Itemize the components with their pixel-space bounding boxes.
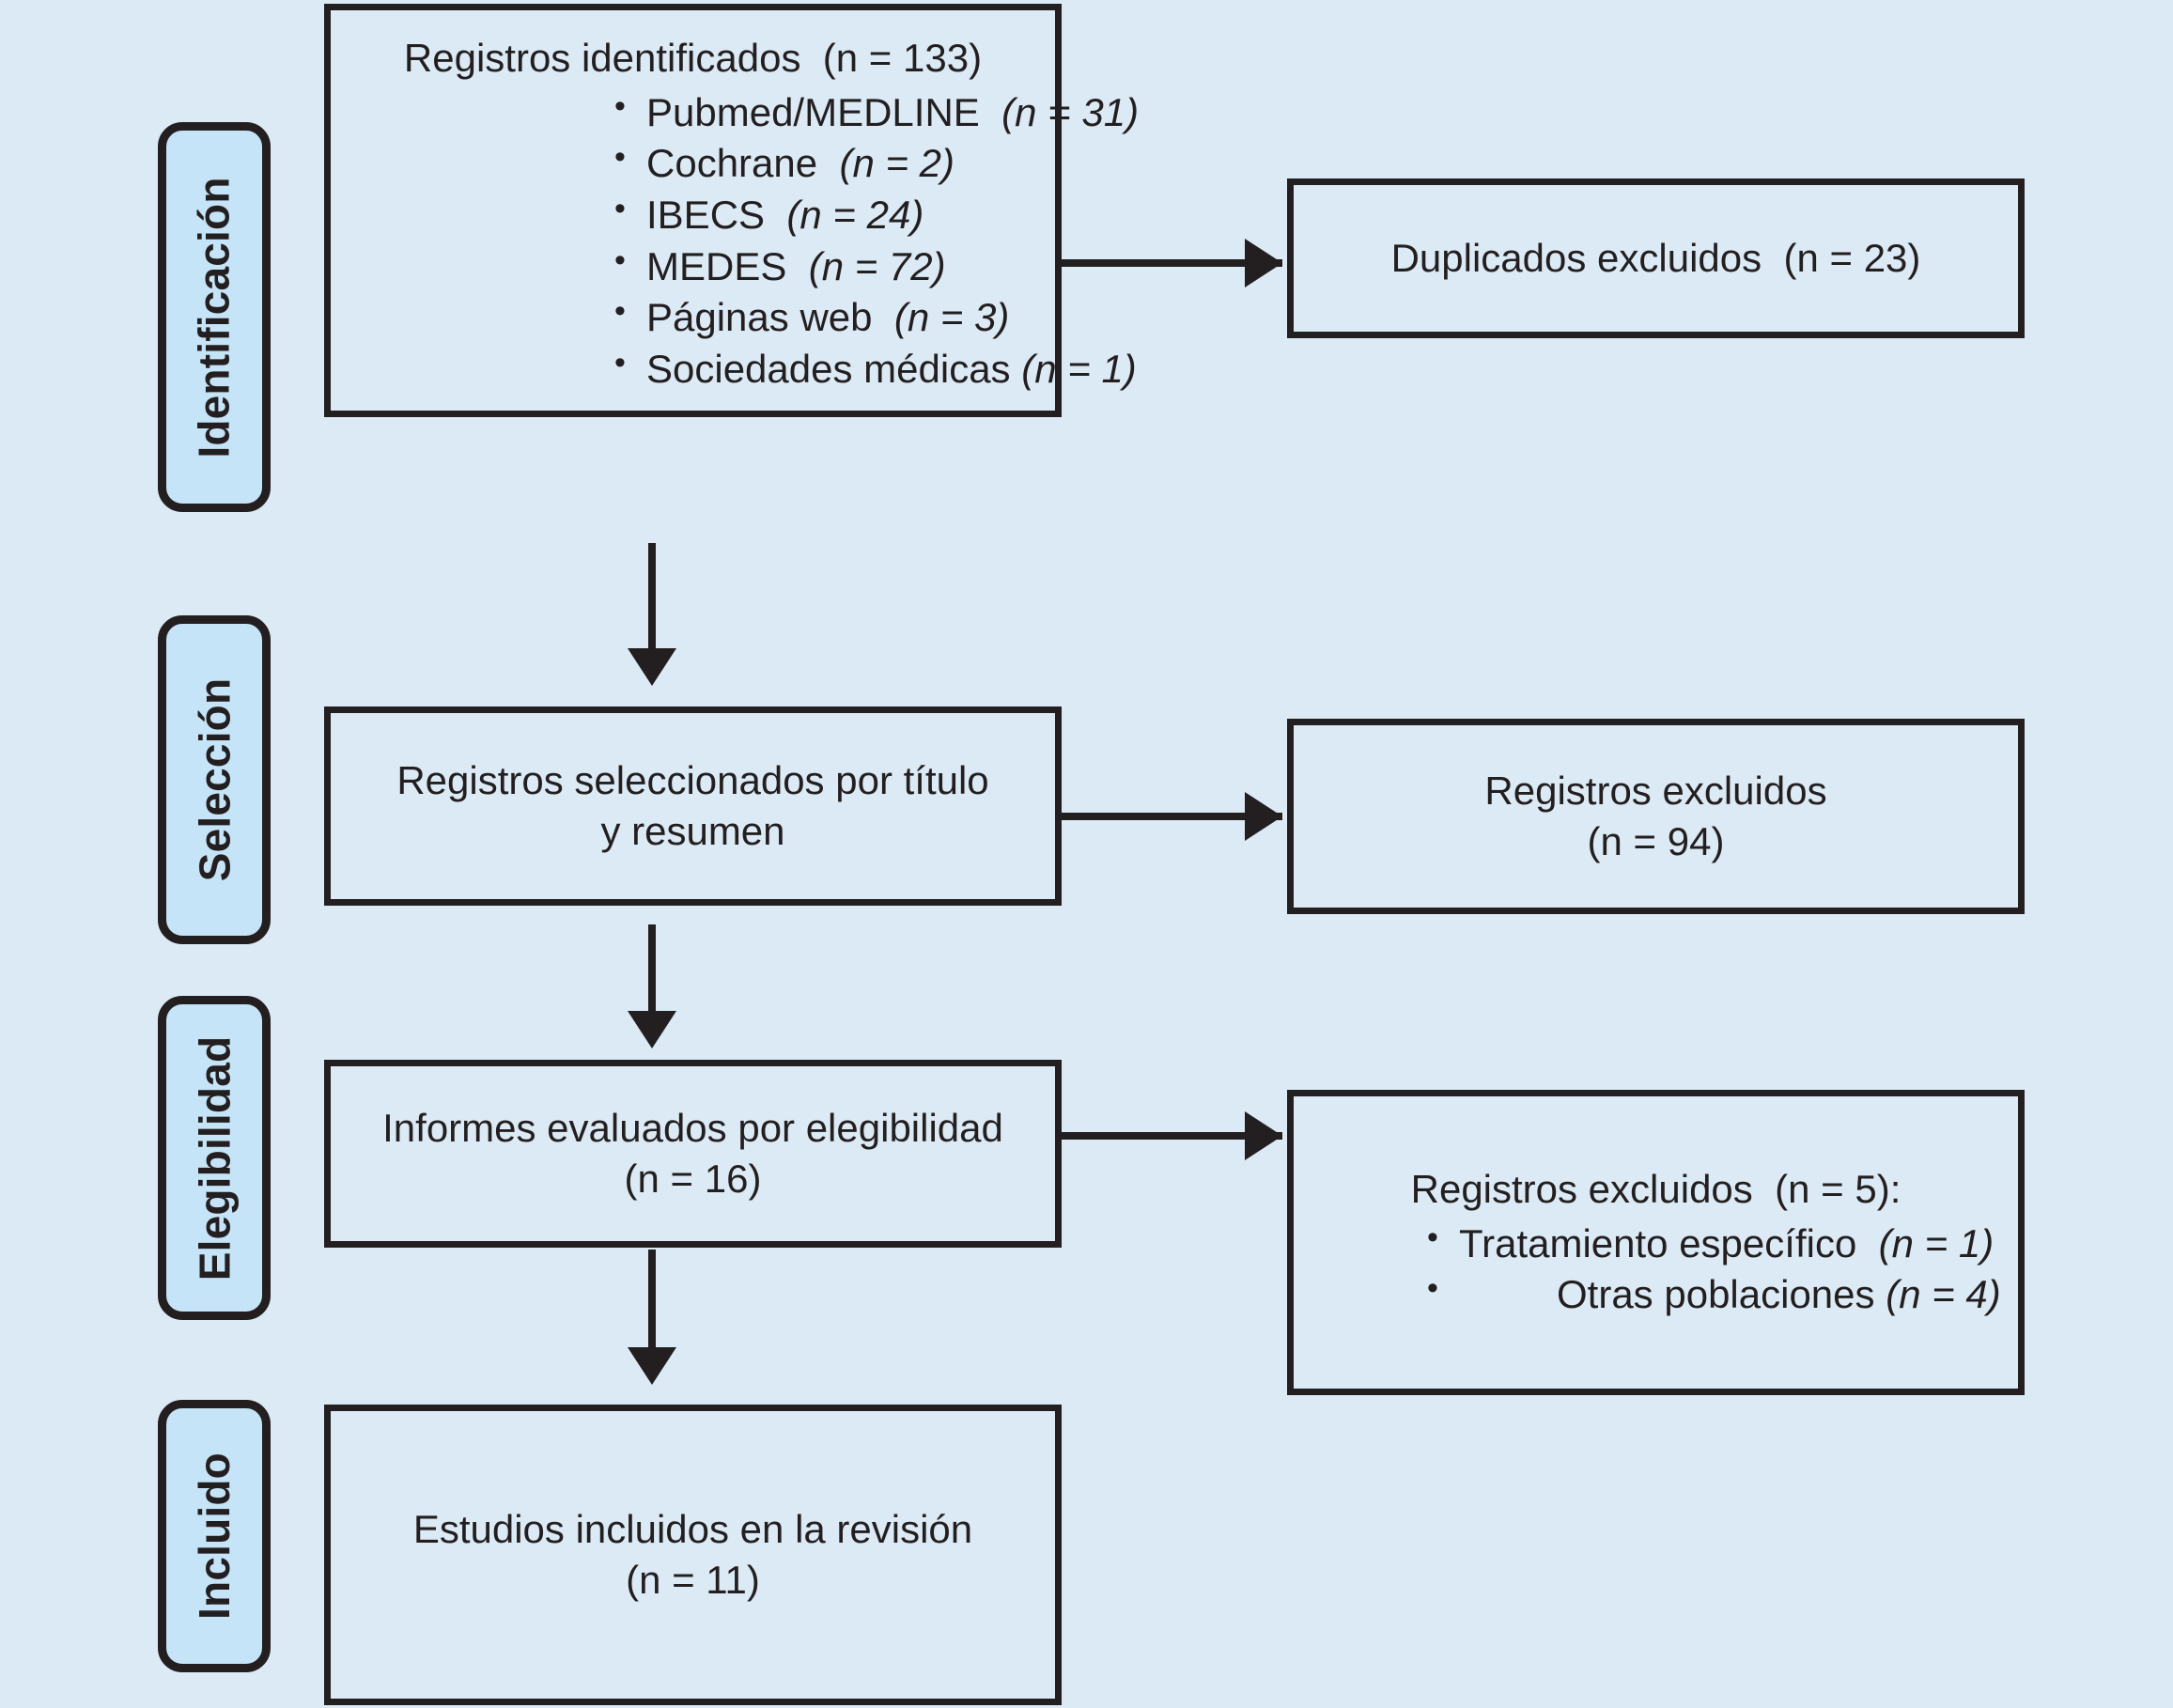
box-records-screened: Registros seleccionados por título y res… [324, 706, 1062, 906]
arrow-screened-to-excluded-line [1062, 813, 1282, 820]
box-reports-assessed-line1: Informes evaluados por elegibilidad [382, 1106, 1003, 1151]
box-records-screened-line2: y resumen [600, 809, 785, 853]
arrow-eligibility-to-included-head [628, 1347, 676, 1385]
stage-pill-identificacion: Identificación [158, 122, 271, 512]
box-records-identified: Registros identificados (n = 133) Pubmed… [324, 4, 1139, 417]
stage-label-identificacion: Identificación [190, 176, 240, 458]
box-studies-included-line1: Estudios incluidos en la revisión [412, 1507, 973, 1552]
box-duplicates-excluded-title: Duplicados excluidos (n = 23) [1390, 236, 1921, 281]
arrow-screened-to-eligibility-line [648, 924, 656, 1018]
source-list: Pubmed/MEDLINE (n = 31) Cochrane (n = 2)… [603, 85, 1139, 396]
stage-label-incluido: Incluido [190, 1452, 240, 1620]
box-records-excluded-screening-line2: (n = 94) [1587, 819, 1725, 863]
box-records-screened-line1: Registros seleccionados por título [396, 758, 989, 803]
arrow-eligibility-to-excluded-head [1245, 1111, 1282, 1160]
arrow-identified-to-duplicates-line [1062, 259, 1282, 267]
box-records-excluded-screening-line1: Registros excluidos [1484, 769, 1827, 814]
stage-label-seleccion: Selección [190, 677, 240, 882]
list-item: IBECS (n = 24) [603, 188, 1055, 241]
box-duplicates-excluded: Duplicados excluidos (n = 23) [1287, 179, 2025, 338]
box-reports-assessed-eligibility: Informes evaluados por elegibilidad (n =… [324, 1060, 1062, 1248]
box-reports-assessed-line2: (n = 16) [624, 1157, 762, 1201]
list-item: Páginas web (n = 3) [603, 290, 1055, 344]
list-item: Cochrane (n = 2) [603, 136, 1055, 190]
exclusion-reason-list: Tratamiento específico (n = 1) Otras pob… [1416, 1217, 2018, 1321]
arrow-eligibility-to-included-line [648, 1250, 656, 1355]
list-item: Sociedades médicas (n = 1) [603, 342, 1137, 396]
box-studies-included: Estudios incluidos en la revisión (n = 1… [324, 1405, 1062, 1705]
box-records-identified-title: Registros identificados (n = 133) [403, 36, 983, 80]
stage-pill-seleccion: Selección [158, 615, 271, 944]
arrow-identified-to-screened-head [628, 648, 676, 686]
box-records-excluded-screening: Registros excluidos (n = 94) [1287, 719, 2025, 914]
box-studies-included-line2: (n = 11) [626, 1558, 760, 1602]
list-item: Pubmed/MEDLINE (n = 31) [603, 85, 1139, 139]
list-item: Otras poblaciones (n = 4) [1416, 1267, 2018, 1321]
box-records-excluded-eligibility: Registros excluidos (n = 5): Tratamiento… [1287, 1090, 2025, 1395]
arrow-identified-to-duplicates-head [1245, 239, 1282, 287]
list-item: MEDES (n = 72) [603, 240, 1055, 293]
arrow-screened-to-eligibility-head [628, 1011, 676, 1048]
arrow-eligibility-to-excluded-line [1062, 1132, 1282, 1140]
list-item: Tratamiento específico (n = 1) [1416, 1217, 2018, 1270]
box-records-excluded-eligibility-title: Registros excluidos (n = 5): [1410, 1167, 1901, 1212]
stage-label-elegibilidad: Elegibilidad [190, 1035, 240, 1281]
arrow-identified-to-screened-line [648, 543, 656, 656]
stage-pill-elegibilidad: Elegibilidad [158, 996, 271, 1320]
stage-pill-incluido: Incluido [158, 1400, 271, 1672]
arrow-screened-to-excluded-head [1245, 792, 1282, 841]
